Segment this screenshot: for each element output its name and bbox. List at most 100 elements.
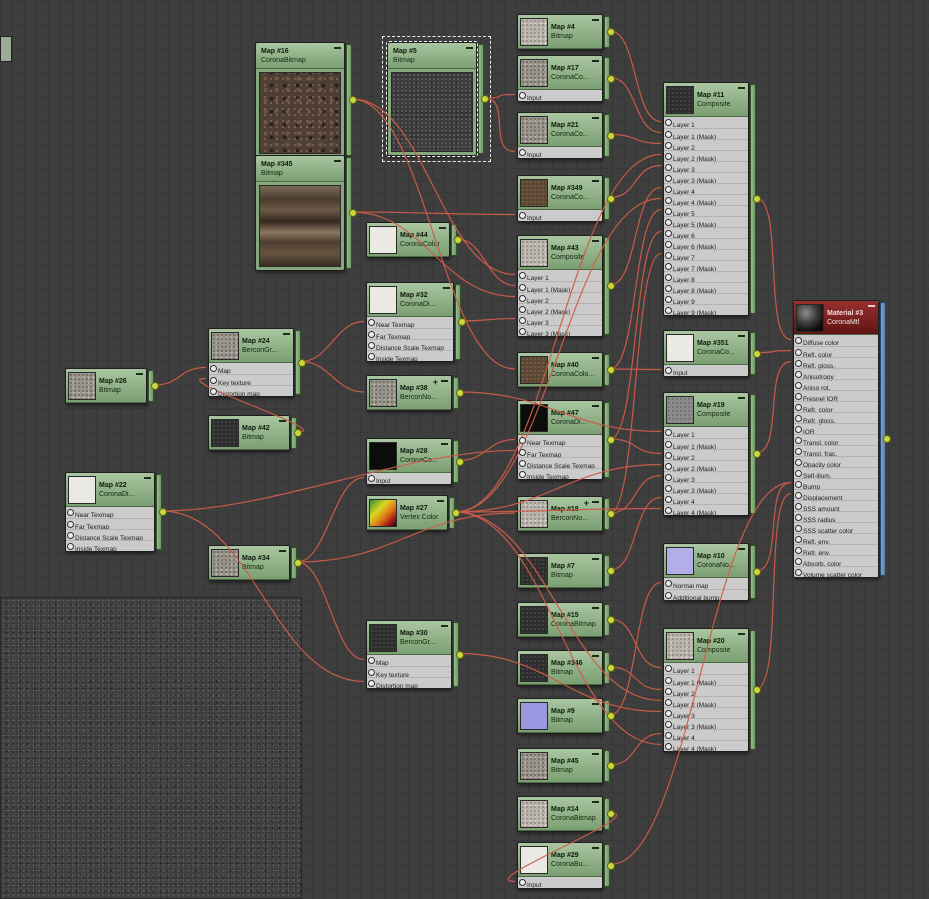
collapse-icon[interactable] — [437, 500, 444, 502]
input-socket[interactable] — [368, 669, 375, 676]
collapse-icon[interactable] — [592, 801, 599, 803]
input-socket[interactable] — [519, 460, 526, 467]
collapse-icon[interactable] — [592, 240, 599, 242]
input-socket[interactable] — [665, 710, 672, 717]
input-socket[interactable] — [665, 743, 672, 750]
input-socket[interactable] — [665, 688, 672, 695]
texture-preview-thumbnail[interactable] — [259, 72, 341, 154]
input-socket[interactable] — [665, 164, 672, 171]
input-socket[interactable] — [519, 306, 526, 313]
collapse-icon[interactable] — [738, 548, 745, 550]
input-socket[interactable] — [665, 241, 672, 248]
texture-preview-thumbnail[interactable] — [391, 72, 473, 152]
output-socket[interactable] — [456, 650, 464, 659]
collapse-icon[interactable] — [144, 477, 151, 479]
input-socket[interactable] — [795, 470, 802, 477]
collapse-icon[interactable] — [592, 357, 599, 359]
input-socket[interactable] — [368, 353, 375, 360]
input-socket[interactable] — [519, 328, 526, 335]
output-socket[interactable] — [607, 74, 615, 83]
input-socket[interactable] — [665, 485, 672, 492]
collapse-icon[interactable] — [592, 180, 599, 182]
input-socket[interactable] — [665, 507, 672, 514]
output-socket[interactable] — [607, 366, 615, 374]
input-socket[interactable] — [795, 569, 802, 576]
input-socket[interactable] — [665, 197, 672, 204]
input-socket[interactable] — [795, 404, 802, 411]
input-socket[interactable] — [795, 337, 802, 344]
input-socket[interactable] — [795, 448, 802, 455]
input-socket[interactable] — [665, 153, 672, 160]
input-socket[interactable] — [519, 149, 526, 156]
collapse-icon[interactable] — [592, 558, 599, 560]
input-socket[interactable] — [665, 429, 672, 436]
input-socket[interactable] — [795, 514, 802, 521]
output-socket[interactable] — [481, 95, 489, 103]
collapse-icon[interactable] — [592, 655, 599, 657]
input-socket[interactable] — [665, 677, 672, 684]
output-socket[interactable] — [607, 712, 615, 720]
input-socket[interactable] — [665, 699, 672, 706]
output-socket[interactable] — [753, 349, 761, 358]
input-socket[interactable] — [665, 721, 672, 728]
output-socket[interactable] — [753, 568, 761, 576]
input-socket[interactable] — [665, 463, 672, 470]
output-socket[interactable] — [607, 131, 615, 140]
collapse-icon[interactable] — [439, 227, 446, 229]
input-socket[interactable] — [368, 475, 375, 482]
input-socket[interactable] — [665, 252, 672, 259]
output-socket[interactable] — [607, 664, 615, 672]
collapse-icon[interactable] — [279, 550, 286, 552]
output-socket[interactable] — [607, 28, 615, 36]
collapse-icon[interactable] — [283, 333, 290, 335]
collapse-icon[interactable] — [466, 47, 473, 49]
input-socket[interactable] — [519, 317, 526, 324]
input-socket[interactable] — [665, 142, 672, 149]
collapse-icon[interactable] — [592, 117, 599, 119]
output-socket[interactable] — [607, 762, 615, 770]
input-socket[interactable] — [665, 119, 672, 126]
output-socket[interactable] — [159, 508, 167, 516]
output-socket[interactable] — [753, 686, 761, 694]
input-socket[interactable] — [665, 474, 672, 481]
collapse-icon[interactable] — [592, 19, 599, 21]
input-socket[interactable] — [368, 657, 375, 664]
texture-preview-thumbnail[interactable] — [259, 185, 341, 267]
input-socket[interactable] — [795, 437, 802, 444]
input-socket[interactable] — [67, 521, 74, 528]
input-socket[interactable] — [795, 415, 802, 422]
collapse-icon[interactable] — [738, 87, 745, 89]
